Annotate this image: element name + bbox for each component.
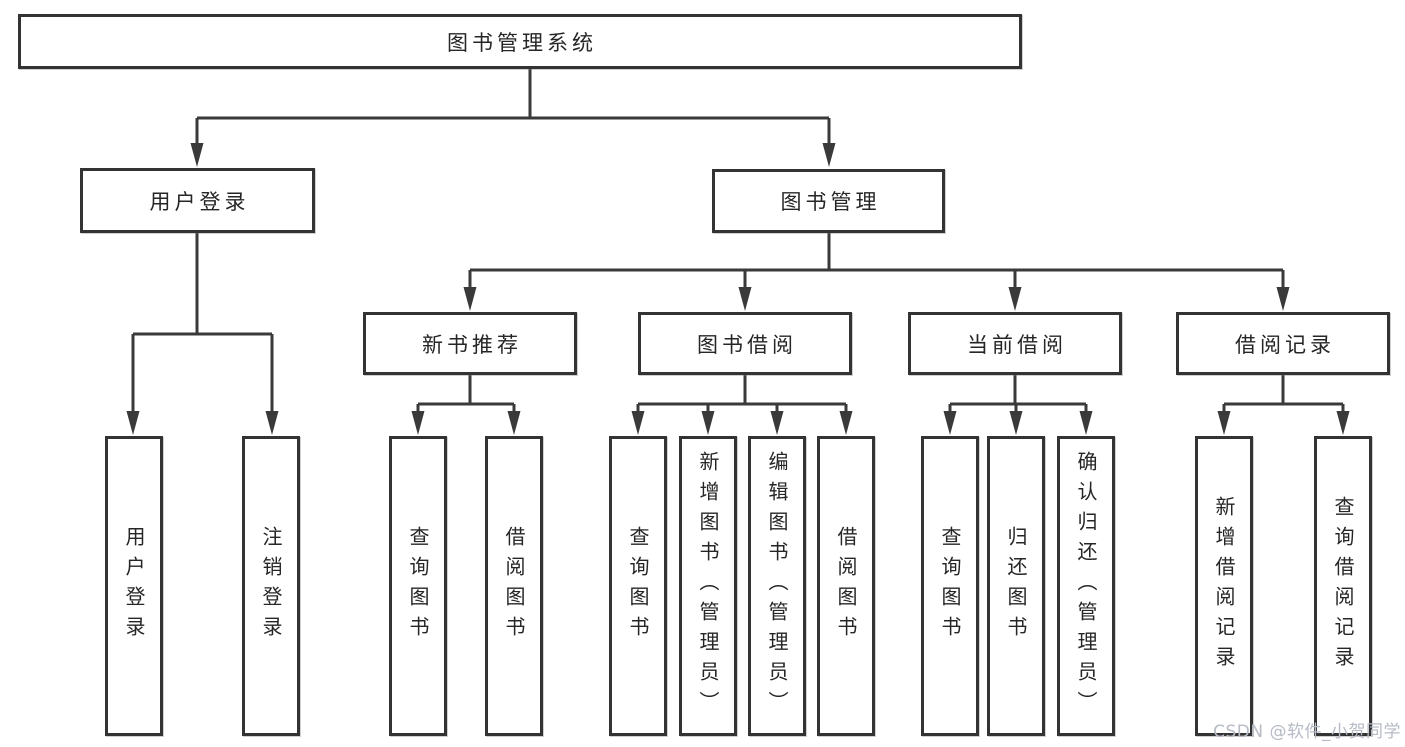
- arrow-icon: [822, 143, 836, 167]
- leaf-current-query-books: 查询图书: [921, 436, 979, 736]
- leaf-borrow-query-books: 查询图书: [609, 436, 667, 736]
- leaf-records-query-record: 查询借阅记录: [1314, 436, 1372, 736]
- arrow-icon: [411, 411, 425, 435]
- arrow-icon: [1336, 411, 1350, 435]
- leaf-borrow-borrow-books: 借阅图书: [817, 436, 875, 736]
- leaf-recommend-borrow-books: 借阅图书: [485, 436, 543, 736]
- arrow-icon: [701, 411, 715, 435]
- arrow-icon: [190, 143, 204, 167]
- node-current-borrow: 当前借阅: [908, 312, 1122, 375]
- leaf-logout: 注销登录: [242, 436, 300, 736]
- arrow-icon: [126, 411, 140, 435]
- arrow-icon: [839, 411, 853, 435]
- leaf-borrow-add-books-admin: 新增图书（管理员）: [679, 436, 737, 736]
- node-borrow-records: 借阅记录: [1176, 312, 1390, 375]
- arrow-icon: [1276, 287, 1290, 311]
- csdn-watermark: CSDN @软件_小贺同学: [1213, 722, 1401, 742]
- arrow-icon: [1009, 411, 1023, 435]
- node-root-system: 图书管理系统: [18, 14, 1022, 69]
- arrow-icon: [507, 411, 521, 435]
- leaf-current-confirm-return-admin: 确认归还（管理员）: [1057, 436, 1115, 736]
- arrow-icon: [770, 411, 784, 435]
- node-user-login: 用户登录: [80, 168, 315, 233]
- arrow-icon: [738, 287, 752, 311]
- node-book-borrow: 图书借阅: [638, 312, 852, 375]
- arrow-icon: [1008, 287, 1022, 311]
- leaf-recommend-query-books: 查询图书: [389, 436, 447, 736]
- arrow-icon: [1079, 411, 1093, 435]
- arrow-icon: [1217, 411, 1231, 435]
- arrow-icon: [631, 411, 645, 435]
- leaf-current-return-books: 归还图书: [987, 436, 1045, 736]
- leaf-records-add-record: 新增借阅记录: [1195, 436, 1253, 736]
- node-book-management: 图书管理: [712, 169, 945, 233]
- arrow-icon: [265, 411, 279, 435]
- leaf-user-login: 用户登录: [105, 436, 163, 736]
- node-new-book-recommend: 新书推荐: [363, 312, 577, 375]
- arrow-icon: [463, 287, 477, 311]
- leaf-borrow-edit-books-admin: 编辑图书（管理员）: [748, 436, 806, 736]
- arrow-icon: [943, 411, 957, 435]
